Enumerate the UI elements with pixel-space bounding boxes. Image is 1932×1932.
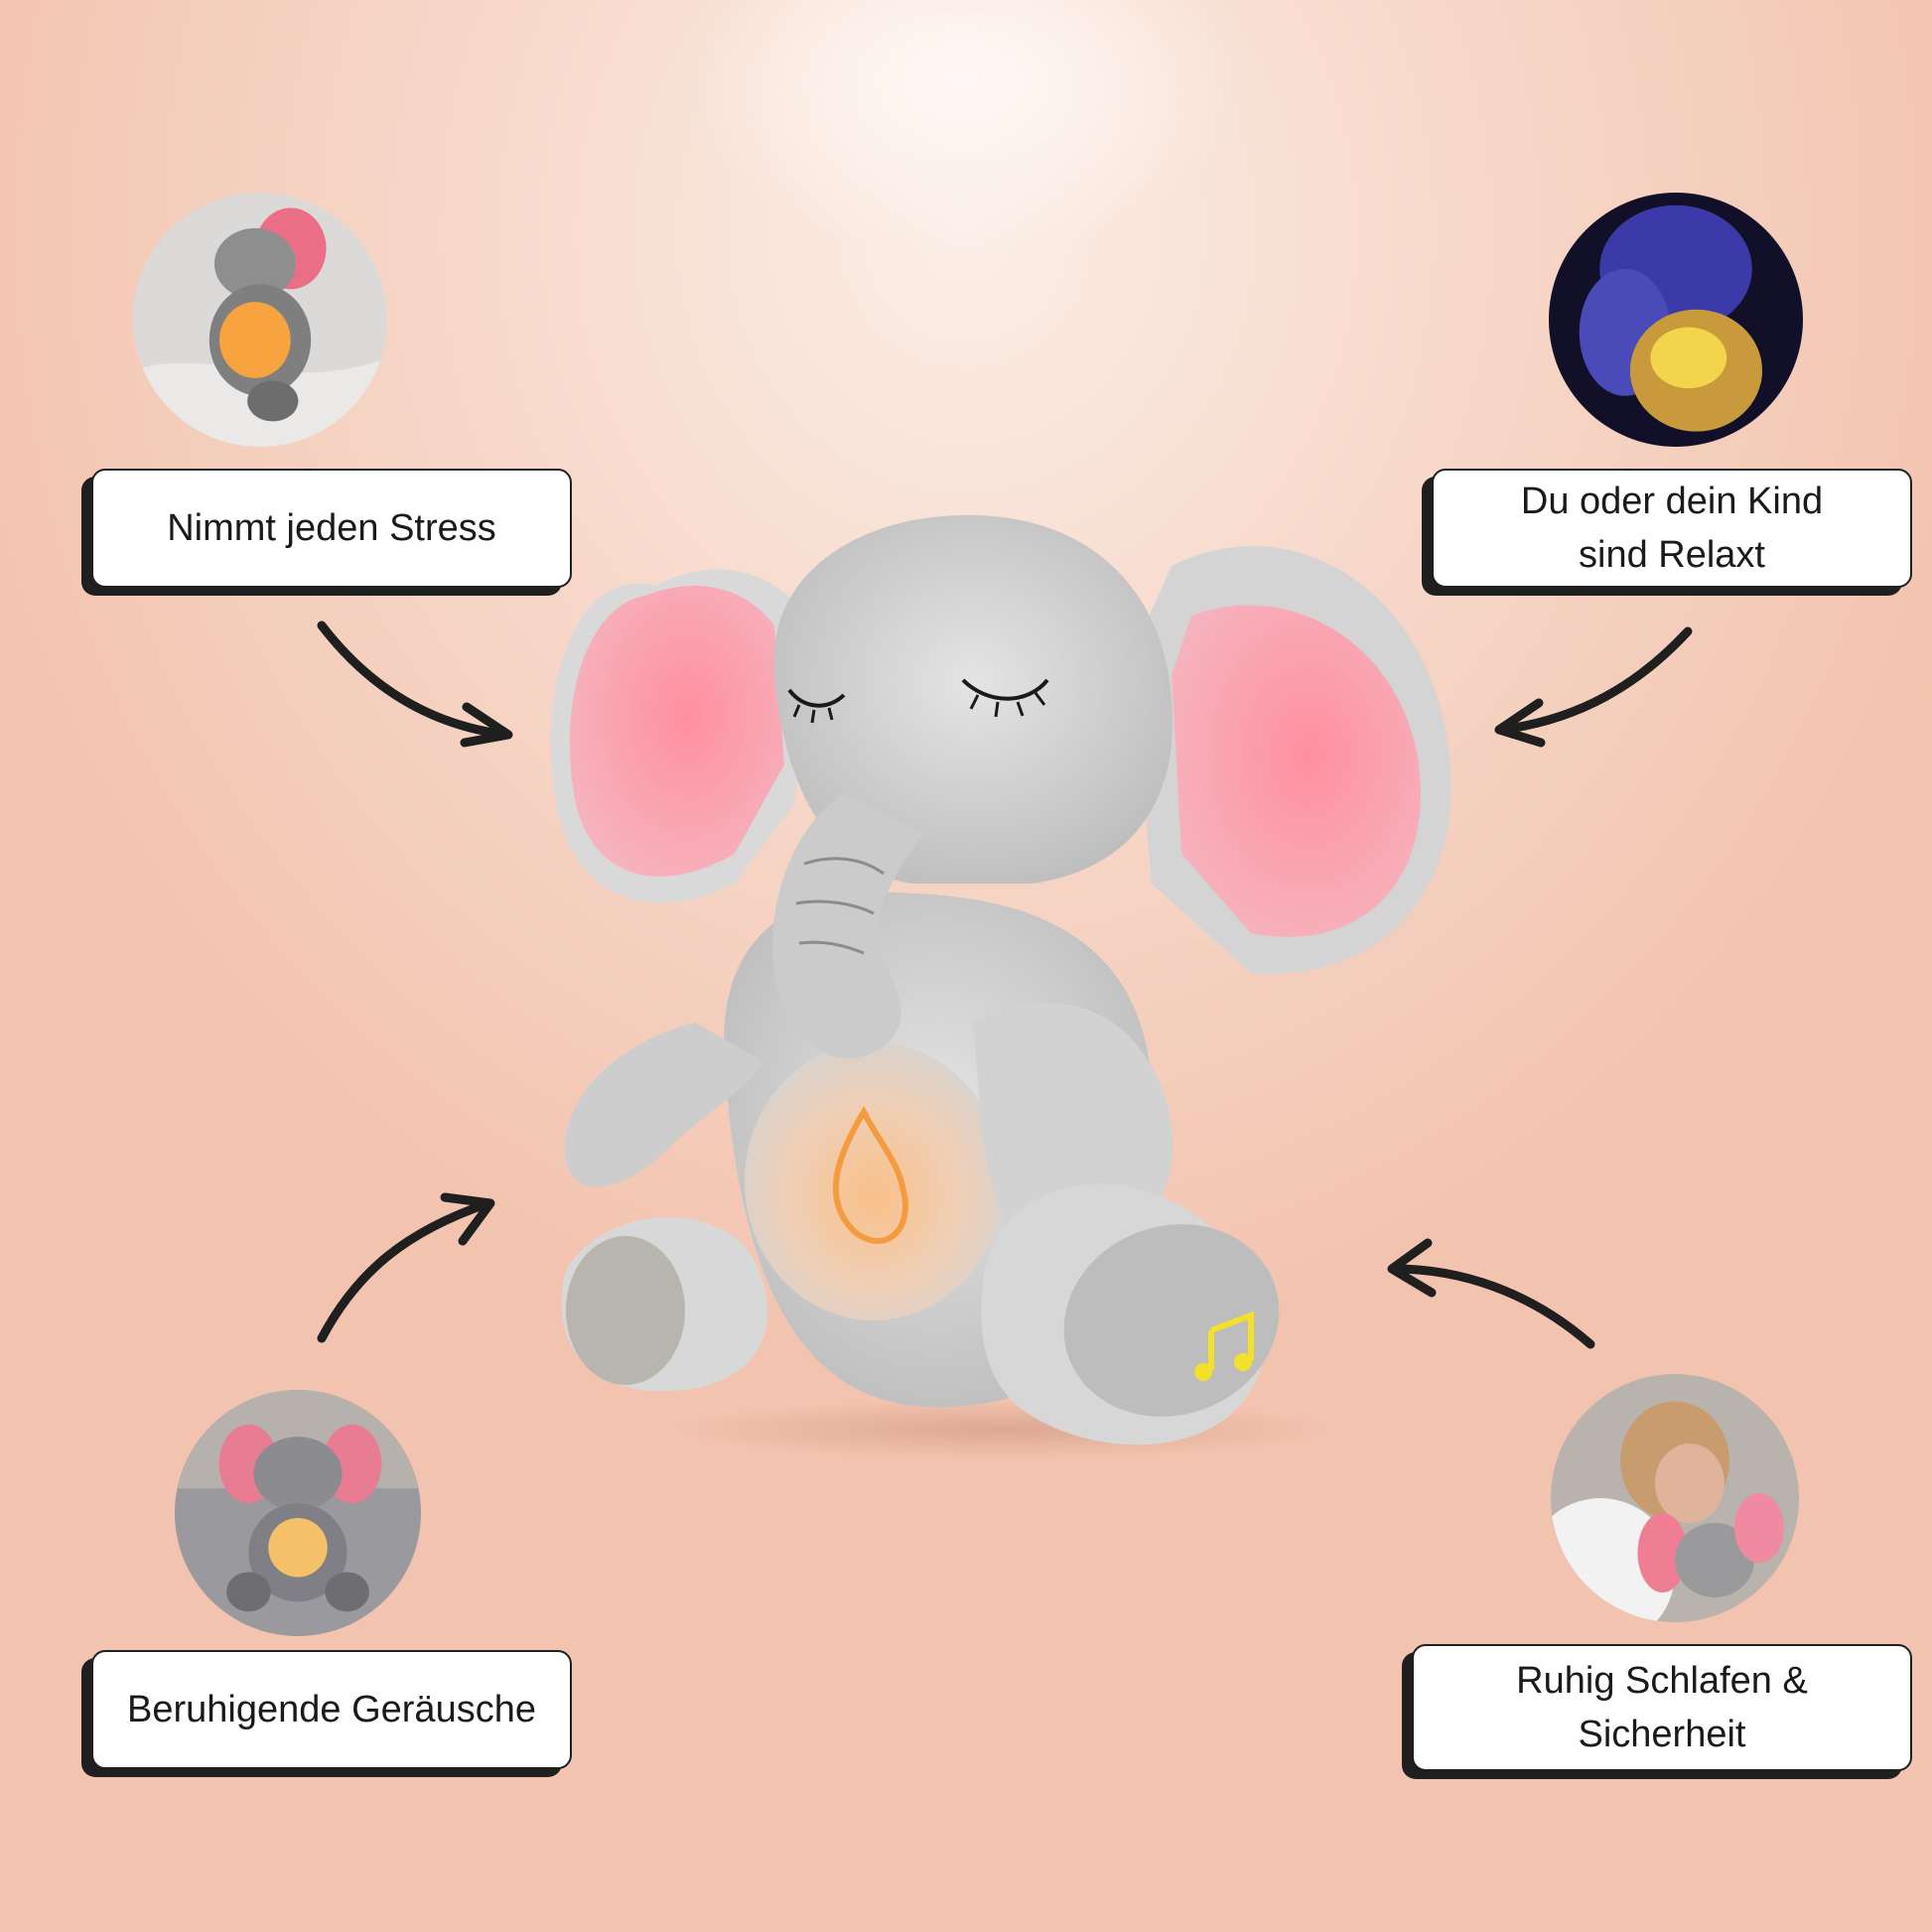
- label-bottom-left-text: Beruhigende Geräusche: [127, 1689, 536, 1730]
- label-top-right: Du oder dein Kind sind Relaxt: [1432, 469, 1912, 588]
- elephant-night-photo-icon: [1549, 193, 1803, 447]
- label-top-right-line2: sind Relaxt: [1579, 534, 1765, 576]
- label-bottom-right-line2: Sicherheit: [1578, 1714, 1746, 1755]
- label-top-left-text: Nimmt jeden Stress: [167, 507, 496, 549]
- label-bottom-right: Ruhig Schlafen & Sicherheit: [1412, 1644, 1912, 1771]
- thumb-bottom-right: [1551, 1374, 1799, 1622]
- arrow-top-left-path: [317, 621, 511, 740]
- arrow-bottom-right-path: [1389, 1264, 1595, 1349]
- thumb-top-right: [1549, 193, 1803, 447]
- background-glow: [675, 0, 1251, 258]
- label-bottom-left: Beruhigende Geräusche: [91, 1650, 572, 1769]
- arrow-bottom-left-path: [317, 1198, 493, 1343]
- label-top-right-line1: Du oder dein Kind: [1520, 481, 1824, 522]
- label-bottom-right-line1: Ruhig Schlafen &: [1516, 1660, 1808, 1702]
- arrow-bottom-left-head: [440, 1192, 495, 1246]
- elephant-glow-photo-icon: [133, 193, 387, 447]
- arrow-top-left-head: [460, 702, 513, 748]
- thumb-top-left: [133, 193, 387, 447]
- arrow-top-right-head: [1494, 698, 1546, 748]
- main-elephant-image: [550, 514, 1451, 1459]
- arrow-top-right-path: [1496, 626, 1693, 735]
- arrow-bottom-right-head: [1387, 1238, 1437, 1298]
- label-bottom-right-text: Ruhig Schlafen & Sicherheit: [1516, 1654, 1808, 1761]
- label-top-left: Nimmt jeden Stress: [91, 469, 572, 588]
- label-top-right-text: Du oder dein Kind sind Relaxt: [1521, 475, 1823, 582]
- woman-sleeping-photo-icon: [1551, 1374, 1799, 1622]
